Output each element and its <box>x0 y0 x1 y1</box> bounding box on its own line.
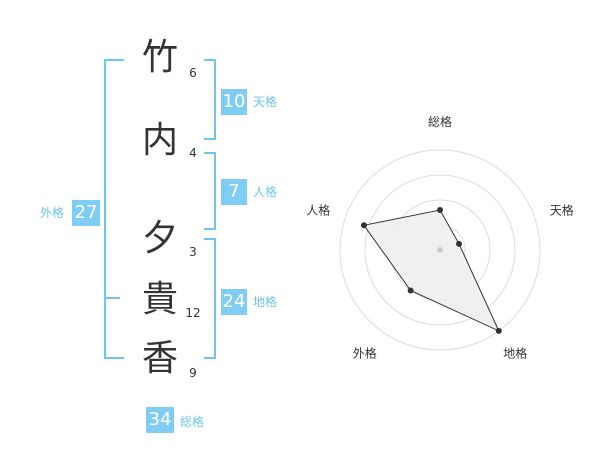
jinkaku-label: 人格 <box>253 185 278 199</box>
gaikaku-bracket-tick <box>104 297 120 299</box>
radar-axis-label-4: 外格 <box>353 346 377 361</box>
name-char-4: 貴 <box>141 279 178 320</box>
tenkaku-badge: 10 <box>221 89 247 115</box>
soukaku-label: 総格 <box>180 415 205 429</box>
gaikaku-label: 外格 <box>40 206 65 220</box>
radar-axis-label-2: 天格 <box>550 202 574 217</box>
stroke-count-4: 12 <box>185 306 201 320</box>
radar-point-3 <box>495 327 502 334</box>
gaikaku-bracket <box>104 59 124 359</box>
soukaku-badge: 34 <box>146 407 174 433</box>
tenkaku-bracket <box>204 59 216 140</box>
radar-grid-ring <box>339 149 541 351</box>
radar-series-area <box>363 209 500 332</box>
gaikaku-badge: 27 <box>72 200 100 226</box>
radar-axis-label-3: 地格 <box>503 346 527 361</box>
tenkaku-label: 天格 <box>253 95 278 109</box>
stroke-count-2: 4 <box>189 146 197 160</box>
stroke-count-3: 3 <box>189 245 197 259</box>
chikaku-label: 地格 <box>253 295 278 309</box>
radar-point-1 <box>437 207 443 213</box>
radar-axis-label-1: 総格 <box>428 114 452 129</box>
jinkaku-bracket <box>204 152 216 230</box>
radar-center-point <box>437 247 443 253</box>
name-char-1: 竹 <box>141 37 178 78</box>
name-char-5: 香 <box>141 338 178 379</box>
stroke-count-1: 6 <box>189 66 197 80</box>
radar-point-4 <box>407 287 414 294</box>
radar-grid-ring <box>364 174 516 326</box>
radar-point-2 <box>456 240 463 247</box>
stroke-count-5: 9 <box>189 366 197 380</box>
name-char-3: 夕 <box>141 218 178 259</box>
name-char-2: 内 <box>141 120 178 161</box>
chikaku-badge: 24 <box>221 289 247 315</box>
radar-axis-label-5: 人格 <box>306 202 330 217</box>
jinkaku-badge: 7 <box>221 179 247 205</box>
radar-point-5 <box>360 222 367 229</box>
chikaku-bracket <box>204 238 216 359</box>
